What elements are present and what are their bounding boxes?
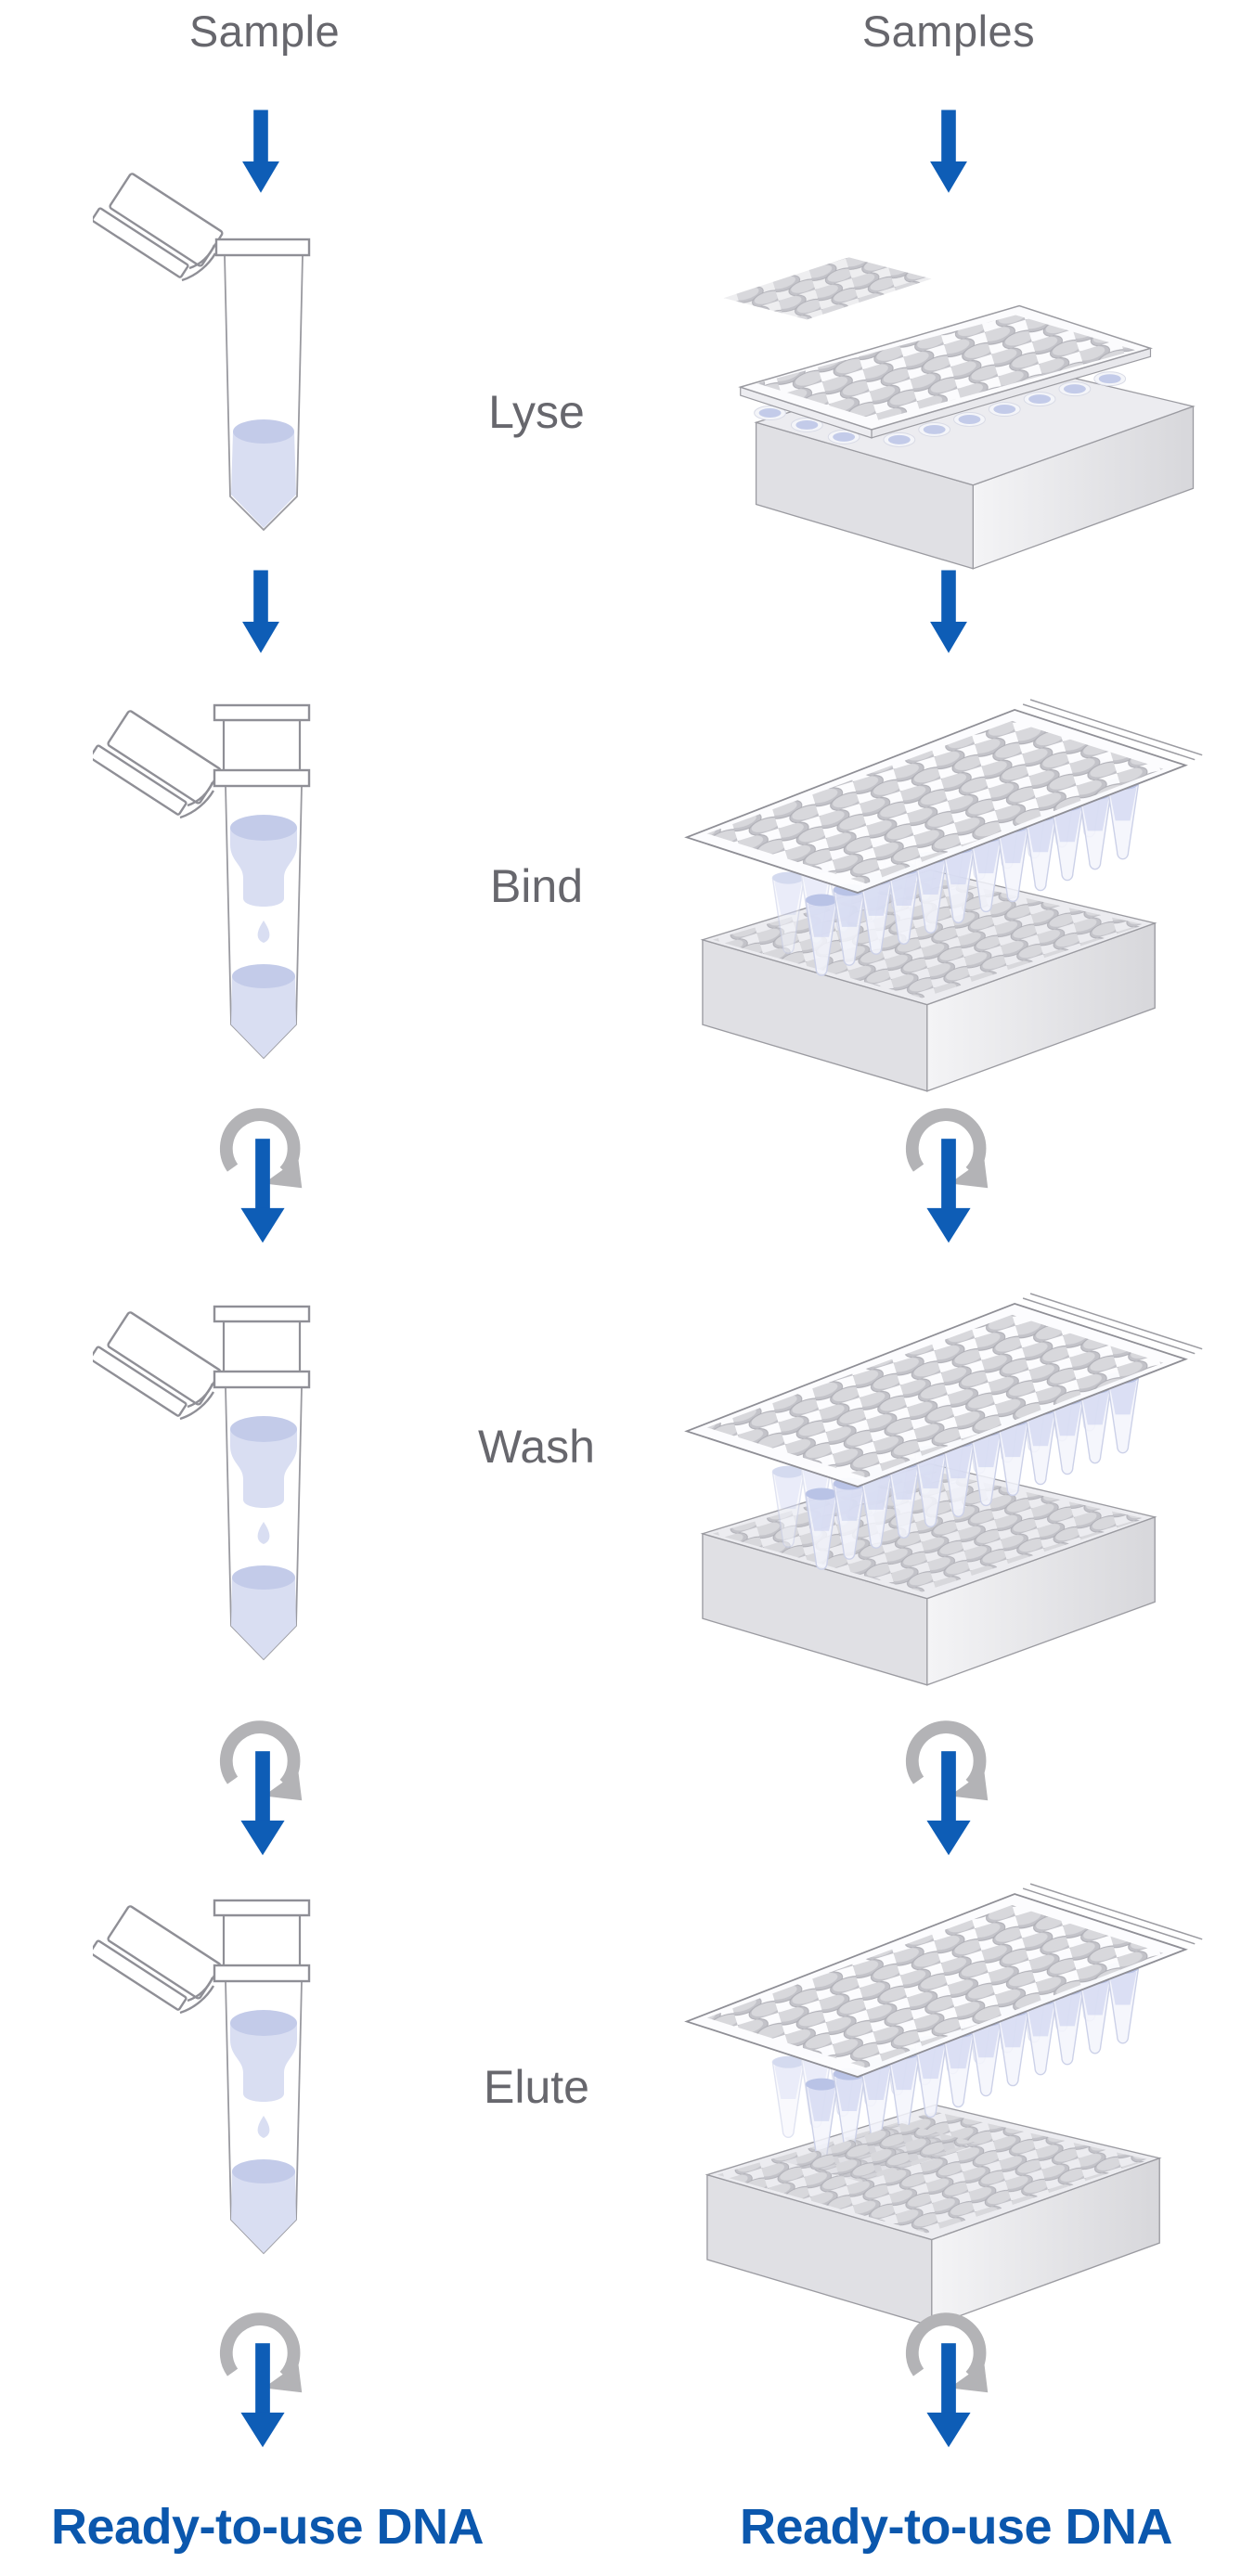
step-label-elute: Elute bbox=[484, 2061, 589, 2113]
arrow-down-icon bbox=[237, 564, 285, 661]
arrow-down-icon bbox=[924, 104, 973, 200]
spin-arrow-icon bbox=[208, 1095, 317, 1255]
well-plate-on-box-icon bbox=[687, 230, 1241, 599]
spin-arrow-icon bbox=[894, 1707, 1003, 1867]
samples-column-title: Samples bbox=[861, 6, 1036, 56]
sample-column-title: Sample bbox=[188, 6, 341, 56]
filter-plate-over-box-icon bbox=[650, 1292, 1241, 1691]
spin-arrow-icon bbox=[894, 2299, 1003, 2459]
spin-arrow-icon bbox=[208, 1707, 317, 1867]
filter-plate-over-box-icon bbox=[650, 698, 1241, 1097]
step-label-bind: Bind bbox=[489, 860, 584, 912]
spin-arrow-icon bbox=[208, 2299, 317, 2459]
spin-column-tube-icon bbox=[93, 1884, 408, 2297]
step-label-lyse: Lyse bbox=[488, 386, 585, 438]
microcentrifuge-tube-open-icon bbox=[93, 162, 408, 561]
filter-plate-strip-box-icon bbox=[650, 1882, 1241, 2327]
result-label-left: Ready-to-use DNA bbox=[50, 2499, 485, 2555]
result-label-right: Ready-to-use DNA bbox=[739, 2499, 1173, 2555]
spin-arrow-icon bbox=[894, 1095, 1003, 1255]
step-label-wash: Wash bbox=[478, 1421, 595, 1473]
spin-column-tube-icon bbox=[93, 1290, 408, 1703]
arrow-down-icon bbox=[924, 564, 973, 661]
spin-column-tube-icon bbox=[93, 689, 408, 1101]
